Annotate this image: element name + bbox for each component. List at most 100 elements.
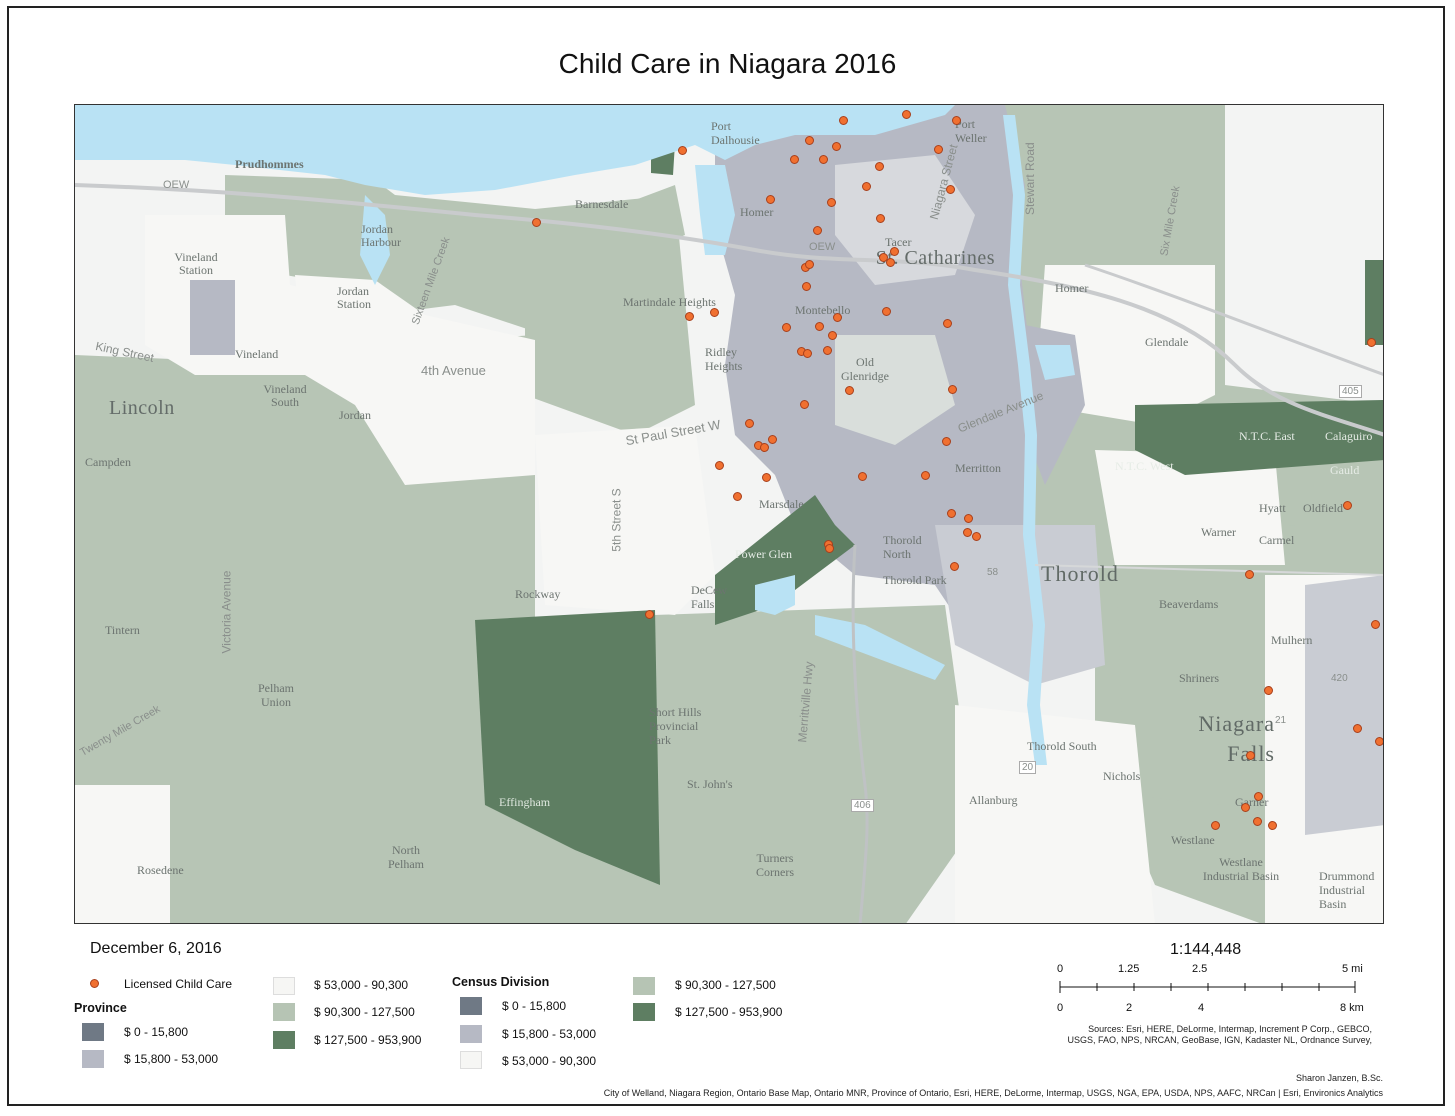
childcare-point[interactable] [902,110,911,119]
childcare-point[interactable] [800,400,809,409]
childcare-point[interactable] [715,461,724,470]
place-port-dalhousie: Port Dalhousie [711,119,760,147]
scale-km-tick-0: 0 [1057,1002,1064,1014]
region-barnesdale [525,195,695,435]
childcare-point[interactable] [1343,501,1352,510]
place-st-johns: St. John's [687,777,733,791]
childcare-point[interactable] [766,195,775,204]
road-405-shield: 405 [1339,385,1362,398]
road-qew-west: OEW [163,179,190,191]
childcare-point[interactable] [790,155,799,164]
childcare-point[interactable] [879,253,888,262]
place-westlane: Westlane [1171,833,1215,847]
place-tacer: Tacer [885,235,912,249]
childcare-point[interactable] [882,307,891,316]
census-item-3: $ 90,300 - 127,500 [675,978,776,992]
census-item-4: $ 127,500 - 953,900 [675,1005,783,1019]
childcare-point[interactable] [921,471,930,480]
place-old-glenridge: Old Glenridge [841,355,889,383]
childcare-point[interactable] [1268,821,1277,830]
childcare-point[interactable] [1253,817,1262,826]
childcare-point[interactable] [828,331,837,340]
childcare-point[interactable] [803,349,812,358]
childcare-point[interactable] [947,509,956,518]
childcare-point[interactable] [876,214,885,223]
place-westlane-industrial-basin: Westlane Industrial Basin [1202,855,1280,883]
childcare-point[interactable] [886,258,895,267]
childcare-point[interactable] [823,346,832,355]
childcare-point[interactable] [1375,737,1383,746]
road-victoria-avenue: Victoria Avenue [219,570,234,654]
childcare-point[interactable] [1353,724,1362,733]
childcare-point[interactable] [805,260,814,269]
childcare-point[interactable] [802,282,811,291]
place-jordan-station: Jordan Station [337,284,372,311]
childcare-point[interactable] [890,247,899,256]
province-item-3: $ 90,300 - 127,500 [314,1005,415,1019]
map-view[interactable]: Prudhommes Jordan Harbour Vineland Stati… [74,104,1384,924]
childcare-point[interactable] [832,142,841,151]
province-swatch-4 [273,1031,295,1049]
childcare-point[interactable] [963,528,972,537]
childcare-point[interactable] [858,472,867,481]
childcare-point[interactable] [768,435,777,444]
childcare-point[interactable] [942,437,951,446]
place-vineland-south: Vineland South [263,382,307,409]
census-item-1: $ 15,800 - 53,000 [502,1027,597,1041]
map-date: December 6, 2016 [90,940,222,957]
place-power-glen: Power Glen [735,547,792,561]
place-drummond-industrial-basin: Drummond Industrial Basin [1319,869,1375,911]
childcare-point[interactable] [1264,686,1273,695]
childcare-point[interactable] [950,562,959,571]
road-4th-avenue: 4th Avenue [421,363,486,378]
childcare-point[interactable] [964,514,973,523]
childcare-point[interactable] [1241,803,1250,812]
childcare-point[interactable] [710,308,719,317]
childcare-point[interactable] [813,226,822,235]
childcare-point[interactable] [845,386,854,395]
province-item-4: $ 127,500 - 953,900 [314,1033,422,1047]
childcare-point[interactable] [1246,751,1255,760]
childcare-point[interactable] [946,185,955,194]
childcare-point[interactable] [760,443,769,452]
childcare-point[interactable] [1367,338,1376,347]
province-item-0: $ 0 - 15,800 [124,1025,189,1039]
childcare-point[interactable] [1254,792,1263,801]
childcare-point[interactable] [815,322,824,331]
childcare-point[interactable] [972,532,981,541]
childcare-point[interactable] [645,610,654,619]
childcare-point[interactable] [819,155,828,164]
childcare-point[interactable] [1211,821,1220,830]
childcare-point[interactable] [827,198,836,207]
childcare-point[interactable] [825,544,834,553]
childcare-point[interactable] [862,182,871,191]
scale-bar [1059,981,1356,993]
childcare-point[interactable] [875,162,884,171]
place-montebello: Montebello [795,303,851,317]
childcare-point[interactable] [733,492,742,501]
childcare-point[interactable] [782,323,791,332]
lake-moodie [815,615,945,680]
region-niagara-falls-west [1115,525,1305,805]
jordan-harbour-water [360,195,390,285]
childcare-point[interactable] [839,116,848,125]
childcare-point[interactable] [762,473,771,482]
place-carmel: Carmel [1259,533,1295,547]
place-shriners: Shriners [1179,671,1219,685]
childcare-point[interactable] [952,116,961,125]
childcare-point[interactable] [678,146,687,155]
childcare-point[interactable] [1245,570,1254,579]
childcare-point[interactable] [934,145,943,154]
childcare-point[interactable] [948,385,957,394]
childcare-point[interactable] [532,218,541,227]
scale-mi-tick-2: 2.5 [1192,963,1208,975]
road-20-shield: 20 [1019,761,1037,774]
childcare-point[interactable] [833,313,842,322]
childcare-point[interactable] [1371,620,1380,629]
childcare-point[interactable] [943,319,952,328]
childcare-point[interactable] [745,419,754,428]
childcare-point[interactable] [685,312,694,321]
region-effingham [475,610,660,885]
scale-km-tick-1: 2 [1126,1002,1133,1014]
childcare-point[interactable] [805,136,814,145]
